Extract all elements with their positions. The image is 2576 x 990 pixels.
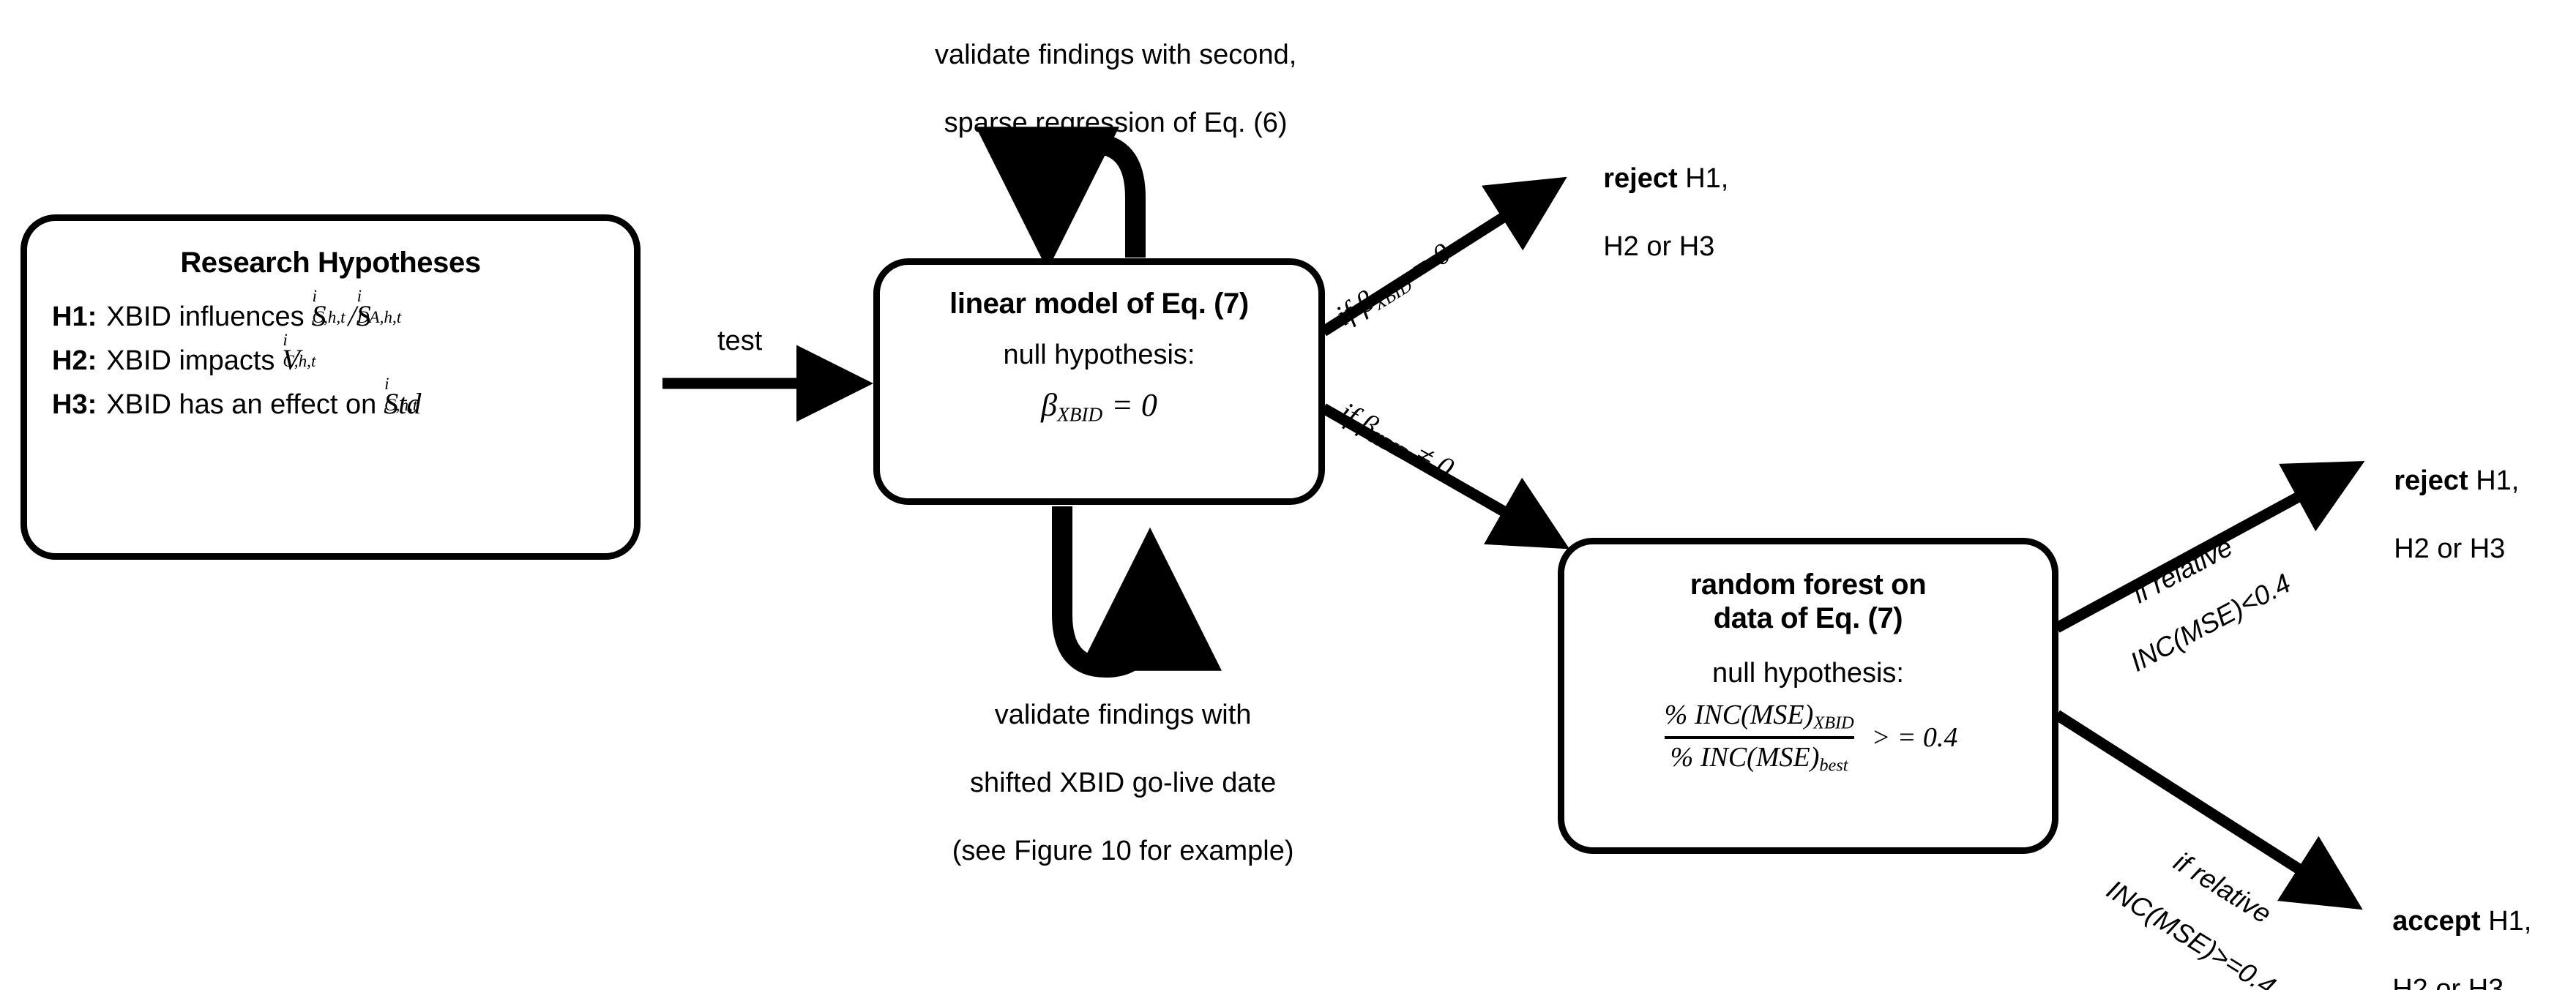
outcome-reject-top-verb: reject: [1603, 163, 1678, 195]
edge-label-beta-nonzero-tail: ≠ 0: [1403, 433, 1460, 485]
arrow-loop-bottom: [1052, 506, 1222, 678]
outcome-reject-top: reject H1, H2 or H3: [1572, 128, 1728, 298]
beta-symbol: β: [1041, 387, 1058, 424]
edge-label-beta-nonzero: if βXBID ≠ 0: [1333, 395, 1460, 487]
outcome-reject-right: reject H1, H2 or H3: [2363, 430, 2519, 600]
hypothesis-key-h3: H3:: [52, 389, 97, 421]
edge-label-loop-top-line2: sparse regression of Eq. (6): [944, 108, 1288, 139]
edge-label-loop-bottom-line2: shifted XBID go-live date: [970, 768, 1277, 799]
node-random-forest[interactable]: random forest on data of Eq. (7) null hy…: [1558, 538, 2058, 854]
null-hypothesis-equation-linear: βXBID = 0: [1041, 386, 1157, 427]
outcome-accept-right-verb: accept: [2392, 906, 2481, 937]
outcome-reject-top-tail: H1,: [1677, 163, 1729, 195]
node-title-linear-model: linear model of Eq. (7): [949, 288, 1249, 320]
outcome-reject-right-line2: H2 or H3: [2394, 533, 2506, 565]
edge-label-rf-reject: if relative INC(MSE)<0.4: [2057, 490, 2310, 718]
fraction-denominator-subscript: best: [1819, 755, 1848, 776]
hypothesis-key-h2: H2:: [52, 345, 97, 377]
fraction-denominator-text: % INC(MSE): [1670, 742, 1820, 773]
null-hypothesis-equation-forest: % INC(MSE)XBID % INC(MSE)best > = 0.4: [1659, 700, 1958, 775]
node-title-research-hypotheses: Research Hypotheses: [180, 247, 481, 279]
outcome-accept-right-line2: H2 or H3: [2392, 974, 2504, 990]
edge-label-test: test: [717, 326, 763, 356]
edge-label-rf-reject-line1: if relative: [2127, 531, 2238, 609]
edge-label-rf-accept: if relative INC(MSE)>=0.4: [2060, 783, 2328, 990]
edge-label-loop-bottom-line3: (see Figure 10 for example): [952, 835, 1294, 866]
fraction-numerator-text: % INC(MSE): [1664, 700, 1814, 731]
null-hypothesis-label-linear: null hypothesis:: [1003, 340, 1195, 371]
edge-label-loop-bottom-line1: validate findings with: [994, 700, 1252, 731]
fraction-comparison: > = 0.4: [1871, 722, 1958, 753]
node-linear-model[interactable]: linear model of Eq. (7) null hypothesis:…: [873, 258, 1325, 505]
null-hypothesis-label-forest: null hypothesis:: [1712, 657, 1904, 689]
fraction-numerator: % INC(MSE)XBID: [1659, 700, 1860, 736]
fraction-denominator: % INC(MSE)best: [1664, 736, 1854, 776]
node-title-random-forest-line1: random forest on: [1690, 569, 1927, 601]
fraction: % INC(MSE)XBID % INC(MSE)best: [1659, 700, 1860, 775]
hypothesis-text-h1: XBID influences: [106, 301, 305, 333]
beta-tail: = 0: [1111, 387, 1157, 424]
outcome-reject-right-verb: reject: [2394, 465, 2468, 497]
edge-label-loop-bottom: validate findings with shifted XBID go-l…: [888, 664, 1327, 902]
edge-label-beta-zero: if βXBID = 0: [1329, 236, 1457, 334]
node-research-hypotheses[interactable]: Research Hypotheses H1: XBID influences …: [20, 214, 641, 560]
edge-label-loop-top: validate findings with second, sparse re…: [881, 4, 1320, 174]
outcome-reject-right-tail: H1,: [2468, 465, 2520, 497]
outcome-accept-right-tail: H1,: [2480, 906, 2532, 937]
beta-subscript: XBID: [1057, 403, 1103, 426]
fraction-numerator-subscript: XBID: [1813, 713, 1854, 733]
outcome-reject-top-line2: H2 or H3: [1603, 231, 1715, 263]
outcome-accept-right: accept H1, H2 or H3: [2362, 871, 2531, 990]
edge-label-loop-top-line1: validate findings with second,: [934, 40, 1297, 71]
hypothesis-key-h1: H1:: [52, 301, 97, 333]
node-title-random-forest-line2: data of Eq. (7): [1713, 602, 1903, 635]
hypothesis-text-h2: XBID impacts: [106, 345, 275, 377]
hypothesis-text-h3: XBID has an effect on: [106, 389, 377, 421]
